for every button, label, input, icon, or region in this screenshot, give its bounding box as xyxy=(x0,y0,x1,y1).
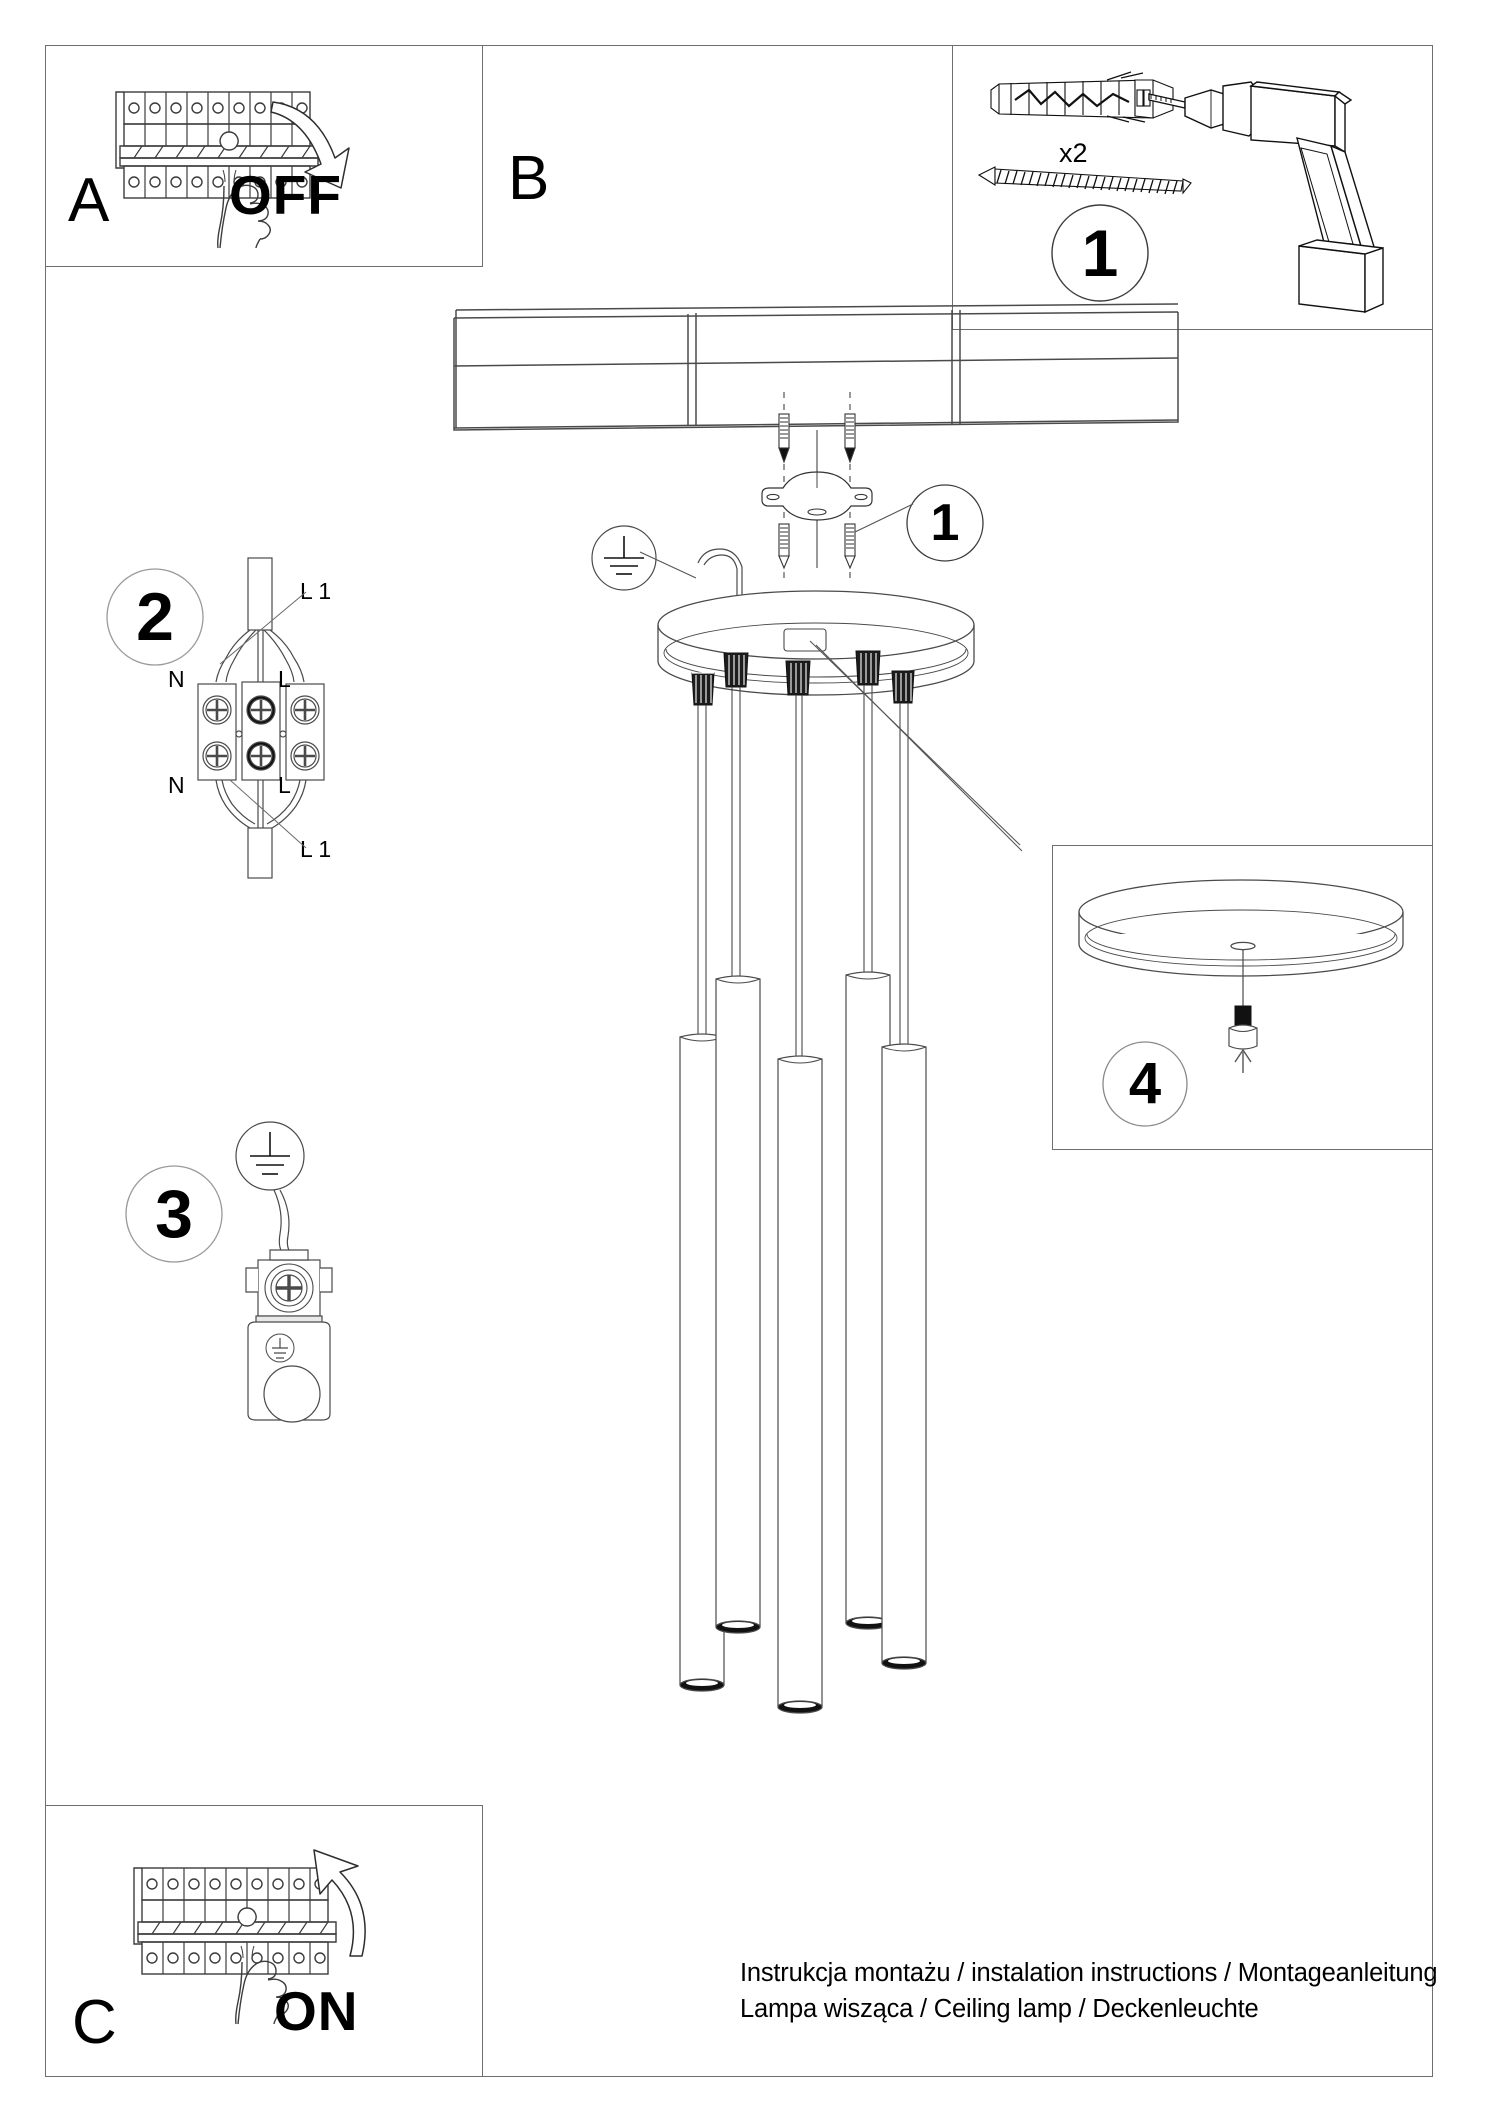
ceiling-beam-illustration xyxy=(453,303,1179,431)
L1-bottom-leader-line xyxy=(229,779,307,849)
earth-lead-line xyxy=(639,551,697,579)
earth-ground-symbol-main xyxy=(591,525,657,591)
wire-label-L-top: L xyxy=(278,666,291,692)
badge-1-number: 1 xyxy=(1081,216,1119,290)
badge-3-number: 3 xyxy=(155,1176,193,1252)
canopy-detail-icon xyxy=(1078,879,1404,1073)
mounting-bracket-assembly xyxy=(761,392,873,578)
panel-step-c: C ON xyxy=(45,1805,483,2077)
L1-top-leader-line xyxy=(219,591,307,665)
badge-2-number: 2 xyxy=(136,579,174,655)
arrow-up-left-icon xyxy=(313,1849,366,1957)
badge-circle-2 xyxy=(106,568,204,666)
footer-caption: Instrukcja montażu / instalation instruc… xyxy=(740,1955,1438,2027)
footer-line-2: Lampa wisząca / Ceiling lamp / Deckenleu… xyxy=(740,1995,1259,2024)
badge-4-number: 4 xyxy=(1128,1051,1162,1116)
step-c-letter: C xyxy=(72,1988,117,2057)
panel-step-4: 4 xyxy=(1052,845,1433,1150)
wire-label-L1-top: L 1 xyxy=(300,578,332,604)
wire-label-N-bottom: N xyxy=(168,772,185,798)
screw-icon xyxy=(977,166,1192,195)
power-drill-icon xyxy=(1148,81,1384,314)
earth-terminal-screw-icon xyxy=(245,1249,333,1423)
callout-1-number: 1 xyxy=(930,494,960,552)
callout-circle-1 xyxy=(906,484,984,562)
panel-step-a: A OFF xyxy=(45,45,483,267)
wire-label-L1-bottom: L 1 xyxy=(300,836,332,862)
pendant-lamp-assembly xyxy=(657,548,1023,1714)
callout-1-leader-line xyxy=(854,503,914,533)
wire-label-N-top: N xyxy=(168,666,185,692)
terminal-block-wiring-icon xyxy=(197,557,325,879)
step-b-letter: B xyxy=(508,144,550,213)
step-c-word: ON xyxy=(274,1980,359,2042)
wall-plug-icon xyxy=(990,71,1174,123)
arrow-down-right-icon xyxy=(270,101,350,189)
panel-step-1: x2 1 xyxy=(952,45,1433,330)
wire-label-L-bottom: L xyxy=(278,772,291,798)
earth-ground-symbol-step3 xyxy=(235,1121,305,1253)
badge-circle-4 xyxy=(1102,1041,1188,1127)
badge-circle-3 xyxy=(125,1165,223,1263)
wall-plug-quantity: x2 xyxy=(1059,138,1088,168)
step-a-letter: A xyxy=(68,166,110,235)
badge-circle-1 xyxy=(1051,204,1149,302)
step-a-word: OFF xyxy=(229,164,342,226)
footer-line-1: Instrukcja montażu / instalation instruc… xyxy=(740,1959,1438,1987)
